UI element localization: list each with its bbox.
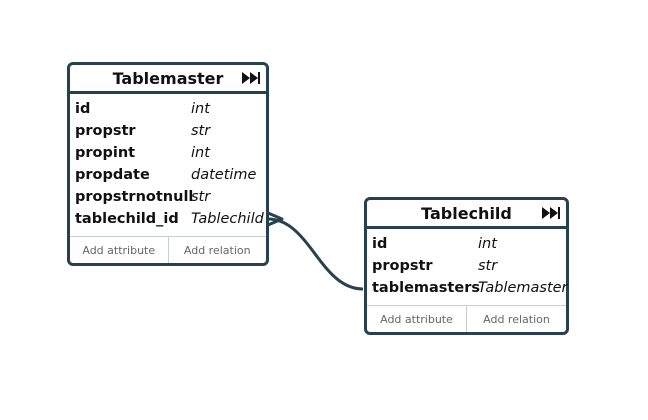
entity-title: Tablechild <box>421 203 512 223</box>
attribute-row[interactable]: tablemasters Tablemaster <box>367 277 568 299</box>
attribute-type: str <box>191 123 211 139</box>
attribute-type: datetime <box>191 167 257 183</box>
entity-header: Tablechild <box>367 200 566 229</box>
attribute-type: int <box>191 145 210 161</box>
entity-footer: Add attribute Add relation <box>70 236 266 263</box>
attribute-list: id int propstr str propint int propdate … <box>70 94 266 230</box>
crows-foot-icon <box>267 211 284 227</box>
attribute-name: propstr <box>75 123 136 139</box>
attribute-row[interactable]: propint int <box>70 142 266 164</box>
attribute-type: int <box>191 101 210 117</box>
entity-tablemaster[interactable]: Tablemaster id int propstr str propint i… <box>67 62 269 266</box>
attribute-name: id <box>372 236 388 252</box>
add-attribute-button[interactable]: Add attribute <box>380 312 453 326</box>
attribute-name: propstrnotnull <box>75 189 194 205</box>
attribute-row[interactable]: propstr str <box>367 255 566 277</box>
fast-forward-icon[interactable] <box>242 72 260 84</box>
attribute-row[interactable]: tablechild_id Tablechild <box>70 208 266 230</box>
attribute-row[interactable]: propstr str <box>70 120 266 142</box>
add-relation-button[interactable]: Add relation <box>167 237 267 263</box>
attribute-name: propstr <box>372 258 433 274</box>
add-relation-button[interactable]: Add relation <box>466 306 566 332</box>
attribute-type: Tablechild <box>191 211 264 227</box>
entity-header: Tablemaster <box>70 65 266 94</box>
fast-forward-icon[interactable] <box>542 207 560 219</box>
attribute-row[interactable]: propstrnotnull str <box>70 186 266 208</box>
attribute-name: propint <box>75 145 136 161</box>
attribute-name: id <box>75 101 91 117</box>
attribute-type: str <box>191 189 211 205</box>
entity-tablechild[interactable]: Tablechild id int propstr str tablemaste… <box>364 197 569 335</box>
attribute-name: propdate <box>75 167 150 183</box>
attribute-type: int <box>478 236 497 252</box>
attribute-name: tablechild_id <box>75 211 179 227</box>
attribute-row[interactable]: id int <box>70 98 266 120</box>
add-attribute-button[interactable]: Add attribute <box>82 243 156 257</box>
attribute-row[interactable]: propdate datetime <box>70 164 266 186</box>
entity-footer: Add attribute Add relation <box>367 305 566 332</box>
attribute-type: Tablemaster <box>478 280 568 296</box>
entity-title: Tablemaster <box>112 68 224 88</box>
attribute-list: id int propstr str tablemasters Tablemas… <box>367 229 568 299</box>
attribute-row[interactable]: id int <box>367 233 566 255</box>
attribute-name: tablemasters <box>372 280 480 296</box>
attribute-type: str <box>478 258 498 274</box>
